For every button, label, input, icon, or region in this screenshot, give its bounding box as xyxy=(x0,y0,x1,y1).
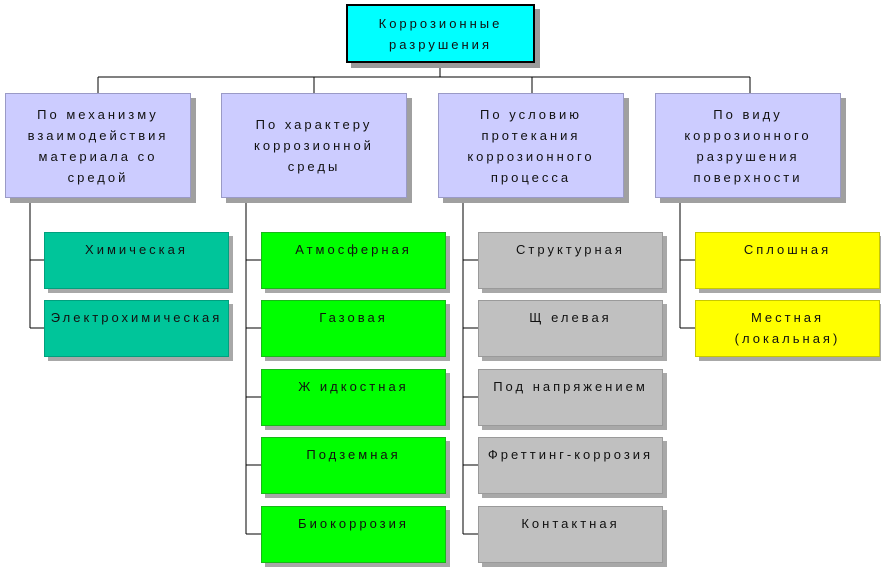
leaf-crevice: Щ елевая xyxy=(478,300,663,357)
category-process-conditions: По условию протекания коррозионного проц… xyxy=(438,93,624,198)
leaf-label: Сплошная xyxy=(743,242,832,257)
leaf-label: Местная (локальная) xyxy=(734,310,841,346)
category-label: По механизму взаимодействия материала со… xyxy=(27,106,169,185)
leaf-label: Химическая xyxy=(85,242,188,257)
leaf-electrochemical: Электрохимическая xyxy=(44,300,229,357)
leaf-label: Контактная xyxy=(521,516,620,531)
leaf-label: Биокоррозия xyxy=(298,516,409,531)
category-label: По характеру коррозионной среды xyxy=(254,117,374,174)
category-label: По условию протекания коррозионного проц… xyxy=(467,106,595,185)
root-node: Коррозионные разрушения xyxy=(346,4,535,63)
leaf-biocorrosion: Биокоррозия xyxy=(261,506,446,563)
leaf-label: Ж идкостная xyxy=(298,379,409,394)
leaf-local: Местная (локальная) xyxy=(695,300,880,357)
leaf-label: Подземная xyxy=(306,447,401,462)
leaf-liquid: Ж идкостная xyxy=(261,369,446,426)
leaf-label: Структурная xyxy=(516,242,625,257)
leaf-chemical: Химическая xyxy=(44,232,229,289)
leaf-under-stress: Под напряжением xyxy=(478,369,663,426)
category-environment: По характеру коррозионной среды xyxy=(221,93,407,198)
leaf-label: Атмосферная xyxy=(295,242,412,257)
leaf-label: Газовая xyxy=(319,310,388,325)
leaf-structural: Структурная xyxy=(478,232,663,289)
leaf-fretting: Фреттинг-коррозия xyxy=(478,437,663,494)
leaf-uniform: Сплошная xyxy=(695,232,880,289)
leaf-label: Электрохимическая xyxy=(50,310,223,325)
leaf-underground: Подземная xyxy=(261,437,446,494)
leaf-label: Фреттинг-коррозия xyxy=(487,447,654,462)
leaf-label: Под напряжением xyxy=(493,379,648,394)
category-label: По виду коррозионного разрушения поверхн… xyxy=(684,106,812,185)
leaf-gas: Газовая xyxy=(261,300,446,357)
category-surface-damage: По виду коррозионного разрушения поверхн… xyxy=(655,93,841,198)
leaf-atmospheric: Атмосферная xyxy=(261,232,446,289)
leaf-contact: Контактная xyxy=(478,506,663,563)
category-mechanism: По механизму взаимодействия материала со… xyxy=(5,93,191,198)
leaf-label: Щ елевая xyxy=(529,310,612,325)
root-label: Коррозионные разрушения xyxy=(378,15,503,52)
